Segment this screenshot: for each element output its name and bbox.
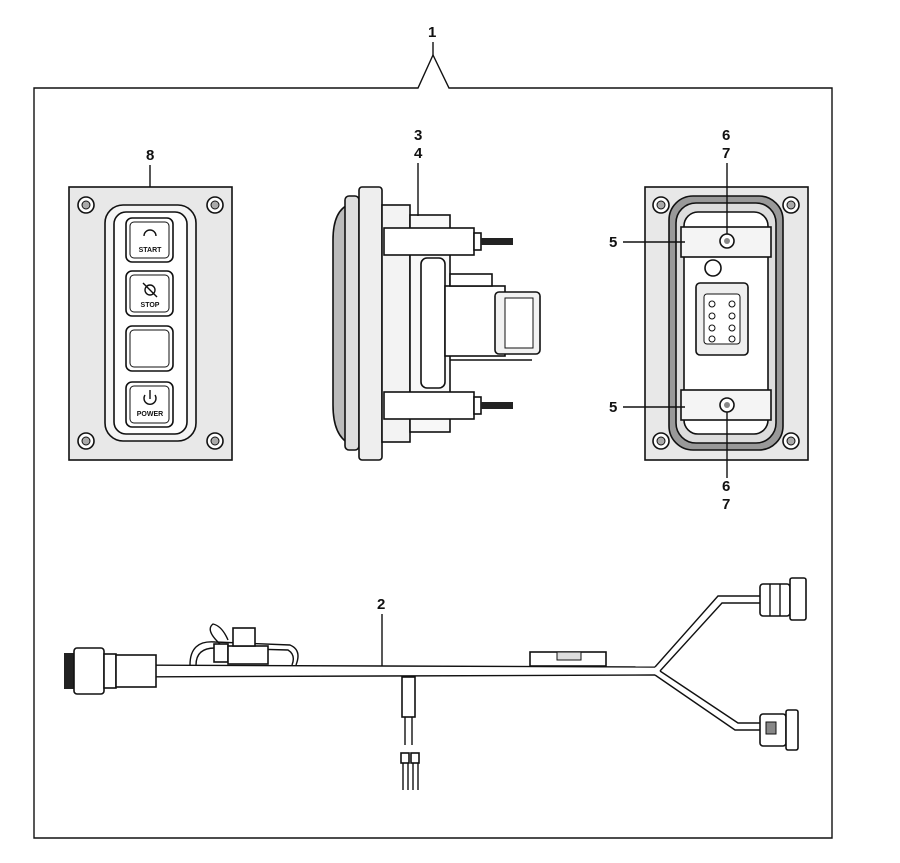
callout-part7-top: 7 bbox=[722, 145, 730, 162]
stop-label: STOP bbox=[141, 302, 160, 309]
harness-left-connector bbox=[64, 647, 157, 695]
keypad-screw bbox=[206, 432, 224, 450]
start-button: START bbox=[125, 217, 174, 263]
keypad-rear-view bbox=[644, 186, 809, 461]
rear-stud bbox=[719, 397, 735, 413]
callout-part7-bottom: 7 bbox=[722, 496, 730, 513]
keypad-screw bbox=[77, 196, 95, 214]
callout-kit: 1 bbox=[428, 24, 436, 41]
harness-upper-connector bbox=[759, 577, 807, 621]
rear-stud bbox=[719, 233, 735, 249]
callout-part5-top: 5 bbox=[609, 234, 617, 251]
rear-screw bbox=[652, 196, 670, 214]
rear-screw bbox=[652, 432, 670, 450]
power-icon bbox=[143, 390, 157, 405]
blank-button bbox=[125, 325, 174, 372]
callout-part3: 3 bbox=[414, 127, 422, 144]
fuse-holder bbox=[189, 623, 299, 666]
keypad-front-view: START STOP POWER bbox=[68, 186, 233, 461]
stud bbox=[481, 238, 513, 245]
keypad-screw bbox=[77, 432, 95, 450]
power-button: POWER bbox=[125, 381, 174, 428]
stop-icon bbox=[142, 282, 158, 298]
callout-keypad: 8 bbox=[146, 147, 154, 164]
start-label: START bbox=[139, 247, 163, 254]
connector-pins bbox=[708, 300, 736, 343]
stud bbox=[481, 402, 513, 409]
ground-leads bbox=[400, 676, 420, 790]
harness-clip bbox=[529, 651, 607, 667]
callout-part6-top: 6 bbox=[722, 127, 730, 144]
callout-part6-bottom: 6 bbox=[722, 478, 730, 495]
rear-screw bbox=[782, 432, 800, 450]
kit-outline bbox=[33, 53, 833, 839]
rear-screw bbox=[782, 196, 800, 214]
keypad-screw bbox=[206, 196, 224, 214]
power-label: POWER bbox=[137, 411, 163, 418]
callout-harness: 2 bbox=[377, 596, 385, 613]
wiring-harness bbox=[64, 577, 807, 790]
harness-lower-connector bbox=[759, 709, 799, 751]
callout-part5-bottom: 5 bbox=[609, 399, 617, 416]
stop-button: STOP bbox=[125, 270, 174, 317]
start-icon bbox=[143, 229, 157, 237]
keypad-side-view bbox=[332, 186, 541, 461]
callout-part4: 4 bbox=[414, 145, 423, 162]
